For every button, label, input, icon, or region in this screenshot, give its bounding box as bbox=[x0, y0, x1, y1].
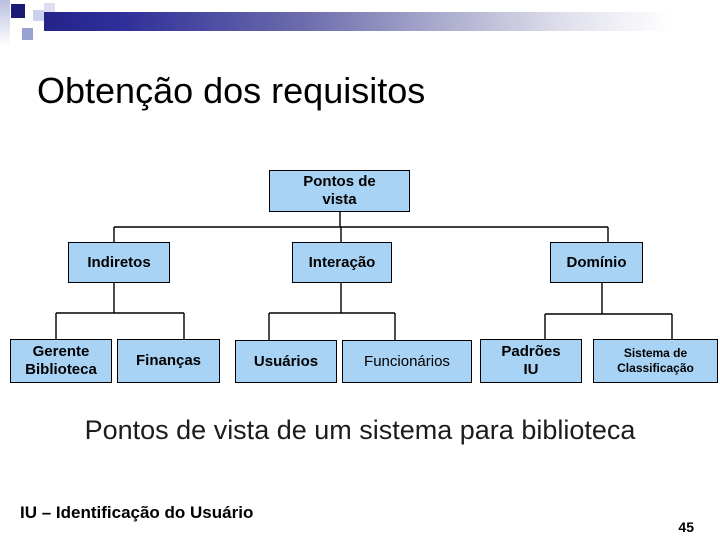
footer-abbreviation-note: IU – Identificação do Usuário bbox=[20, 503, 254, 522]
deco-square-medium bbox=[22, 28, 33, 40]
connector-indiretos-children bbox=[55, 283, 185, 339]
tree-node-sistema-classificacao: Sistema de Classificação bbox=[593, 339, 718, 383]
slide-title: Obtenção dos requisitos bbox=[37, 70, 426, 111]
deco-square-dark bbox=[11, 4, 25, 18]
tree-node-dominio: Domínio bbox=[550, 242, 643, 283]
connector-root-to-level2 bbox=[113, 212, 609, 242]
tree-node-interacao: Interação bbox=[292, 242, 392, 283]
tree-node-usuarios: Usuários bbox=[235, 340, 337, 383]
connector-interacao-children bbox=[268, 283, 396, 340]
deco-square-light bbox=[33, 10, 44, 21]
deco-gradient-bar bbox=[44, 12, 720, 31]
slide-page-number: 45 bbox=[678, 519, 694, 535]
tree-node-funcionarios: Funcionários bbox=[342, 340, 472, 383]
tree-node-gerente-biblioteca: Gerente Biblioteca bbox=[10, 339, 112, 383]
tree-node-pontos-de-vista: Pontos de vista bbox=[269, 170, 410, 212]
connector-dominio-children bbox=[544, 283, 673, 339]
tree-node-indiretos: Indiretos bbox=[68, 242, 170, 283]
deco-square-pale bbox=[44, 3, 55, 12]
deco-vertical-bar bbox=[0, 0, 10, 46]
tree-node-financas: Finanças bbox=[117, 339, 220, 383]
tree-node-padroes-iu: Padrões IU bbox=[480, 339, 582, 383]
diagram-caption: Pontos de vista de um sistema para bibli… bbox=[84, 415, 636, 445]
